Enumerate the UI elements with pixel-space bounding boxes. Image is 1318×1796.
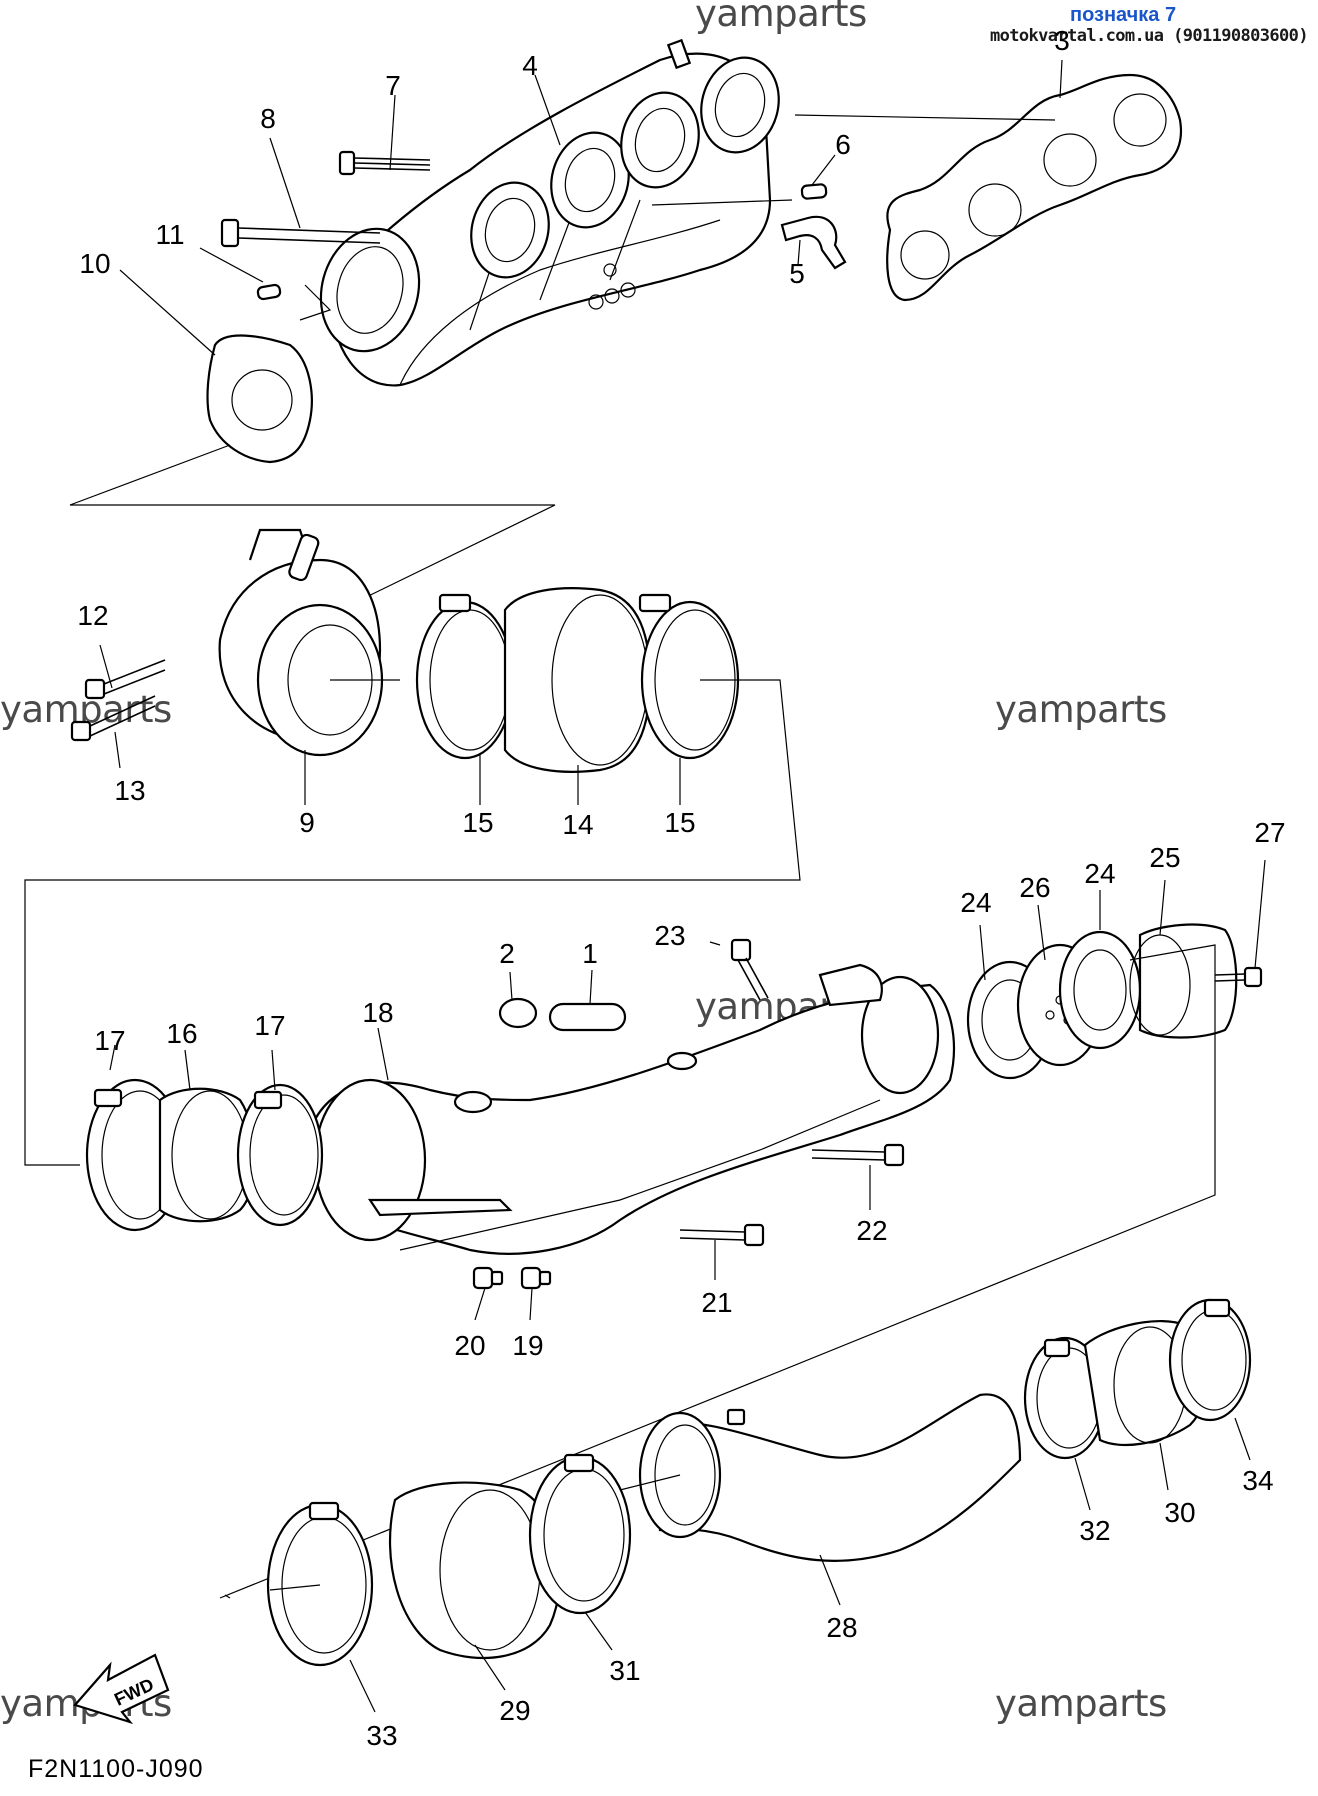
manifold-port	[550, 131, 630, 229]
drain-plug[interactable]	[520, 1266, 552, 1290]
diagram-code: F2N1100-J090	[28, 1755, 204, 1783]
watermark: yamparts	[995, 688, 1167, 731]
callout: 2	[499, 938, 515, 969]
callout: 21	[701, 1287, 732, 1318]
source-label: motokvartal.com.ua (901190803600)	[990, 26, 1309, 46]
flange-gasket[interactable]	[206, 334, 313, 464]
callout: 19	[512, 1330, 543, 1361]
water-pipe[interactable]	[780, 215, 847, 270]
callout: 29	[499, 1695, 530, 1726]
manifold-gasket[interactable]	[886, 73, 1183, 302]
callout: 18	[362, 997, 393, 1028]
fwd-arrow: FWD	[73, 1653, 170, 1725]
callout: 32	[1079, 1515, 1110, 1546]
tail-pipe[interactable]	[638, 1393, 1022, 1563]
callout: 20	[454, 1330, 485, 1361]
callout: 8	[260, 103, 276, 134]
callout: 31	[609, 1655, 640, 1686]
callout: 15	[462, 807, 493, 838]
callout: 17	[254, 1010, 285, 1041]
bolt[interactable]	[70, 695, 156, 742]
callout: 24	[1084, 858, 1115, 889]
hose-clamp[interactable]	[1168, 1298, 1252, 1422]
hose[interactable]	[548, 1002, 627, 1032]
rubber-joint[interactable]	[388, 1481, 562, 1660]
muffler-body[interactable]	[308, 963, 956, 1255]
callout: 10	[79, 248, 110, 279]
callout: 12	[77, 600, 108, 631]
hose-clamp[interactable]	[415, 593, 515, 760]
callout: 34	[1242, 1465, 1273, 1496]
callout: 7	[385, 70, 401, 101]
dowel-pin[interactable]	[256, 283, 282, 301]
watermark: yamparts	[995, 1682, 1167, 1725]
callout: 13	[114, 775, 145, 806]
callout: 27	[1254, 817, 1285, 848]
bookmark-label[interactable]: позначка 7	[1070, 4, 1177, 26]
flange-gasket[interactable]	[1058, 930, 1142, 1050]
drain-plug[interactable]	[472, 1266, 504, 1290]
exhaust-manifold[interactable]	[308, 38, 790, 387]
callout: 6	[835, 129, 851, 160]
rubber-joint[interactable]	[503, 587, 652, 773]
bolt[interactable]	[84, 659, 166, 700]
callout: 3	[1054, 25, 1070, 56]
bolt[interactable]	[220, 218, 381, 248]
callout: 16	[166, 1018, 197, 1049]
manifold-port	[470, 181, 550, 279]
hose-clamp[interactable]	[1023, 1336, 1107, 1460]
outlet-flange[interactable]	[1129, 923, 1238, 1039]
exhaust-joint[interactable]	[218, 528, 384, 757]
callout: 11	[155, 219, 184, 250]
hose-clamp[interactable]	[236, 1083, 324, 1227]
watermark: yamparts	[695, 0, 867, 35]
callout: 22	[856, 1215, 887, 1246]
callout: 24	[960, 887, 991, 918]
callout: 23	[654, 920, 685, 951]
callout: 5	[789, 258, 805, 289]
manifold-port	[319, 227, 421, 353]
hose-band[interactable]	[498, 997, 538, 1029]
callout: 14	[562, 809, 593, 840]
dowel-pin[interactable]	[800, 183, 828, 200]
manifold-port	[620, 91, 700, 189]
callout: 28	[826, 1612, 857, 1643]
callout: 15	[664, 807, 695, 838]
bolt[interactable]	[338, 150, 431, 176]
bolt[interactable]	[730, 938, 769, 1001]
callout: 9	[299, 807, 315, 838]
callout: 25	[1149, 842, 1180, 873]
callout: 4	[522, 50, 538, 81]
callout-labels: 1 2 3 4 5 6 7 8 9 10 11 12 13 14 15 15 1…	[77, 25, 1285, 1751]
hose-clamp[interactable]	[528, 1453, 632, 1615]
callout: 1	[582, 938, 598, 969]
callout: 17	[94, 1025, 125, 1056]
bolt[interactable]	[811, 1143, 905, 1167]
hose-clamp[interactable]	[266, 1501, 374, 1667]
manifold-port	[700, 56, 780, 154]
hose-clamp[interactable]	[638, 593, 740, 760]
callout: 26	[1019, 872, 1050, 903]
callout: 33	[366, 1720, 397, 1751]
callout: 30	[1164, 1497, 1195, 1528]
bolt[interactable]	[679, 1223, 765, 1247]
bolt[interactable]	[1214, 966, 1263, 988]
